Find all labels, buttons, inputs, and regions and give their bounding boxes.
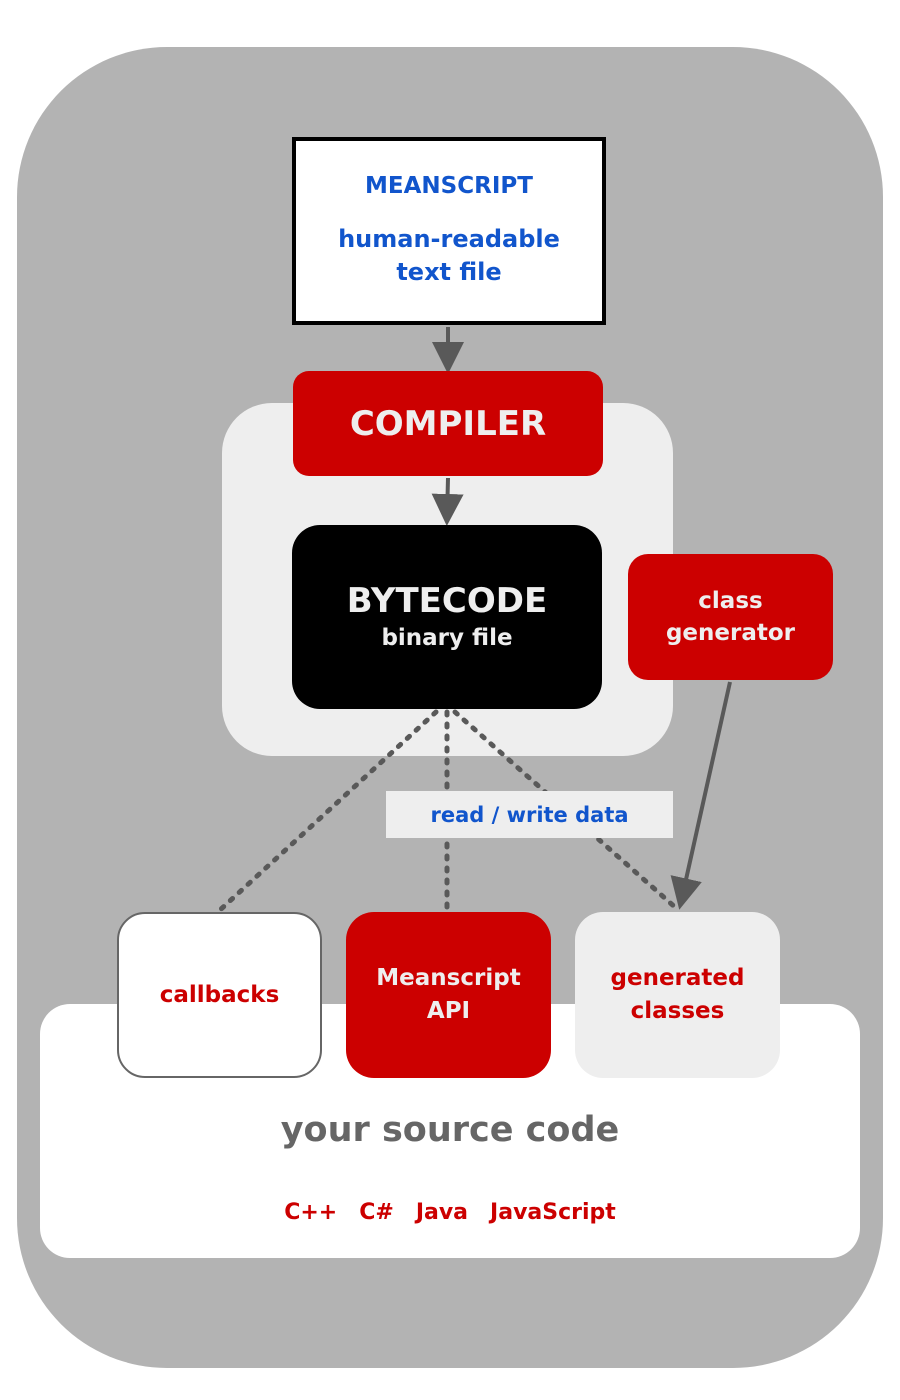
compiler-box: COMPILER — [293, 371, 603, 476]
callbacks-label: callbacks — [159, 982, 280, 1008]
api-line2: API — [426, 998, 471, 1024]
callbacks-box: callbacks — [117, 912, 322, 1078]
language-csharp: C# — [359, 1199, 394, 1225]
bytecode-title: BYTECODE — [346, 581, 548, 621]
arrow-class-generator-to-generated-classes — [670, 681, 732, 910]
generated-classes-line2: classes — [630, 998, 725, 1024]
bytecode-subtitle: binary file — [381, 625, 513, 651]
api-line1: Meanscript — [376, 965, 521, 991]
arrow-compiler-to-bytecode — [431, 477, 464, 526]
class-generator-box: class generator — [628, 554, 833, 680]
meanscript-source-box: MEANSCRIPT human-readable text file — [292, 137, 606, 325]
meanscript-description-line2: text file — [396, 258, 502, 286]
source-code-title-text: your source code — [280, 1110, 620, 1150]
meanscript-description-line1: human-readable — [338, 225, 560, 253]
read-write-data-text: read / write data — [430, 802, 629, 827]
bytecode-box: BYTECODE binary file — [292, 525, 602, 709]
generated-classes-box: generated classes — [575, 912, 780, 1078]
generated-classes-line1: generated — [610, 965, 745, 991]
class-generator-line1: class — [698, 588, 763, 614]
language-list: C++ C# Java JavaScript — [40, 1192, 860, 1232]
compiler-label: COMPILER — [349, 403, 547, 444]
language-cpp: C++ — [284, 1199, 338, 1225]
language-java: Java — [415, 1199, 469, 1225]
language-javascript: JavaScript — [490, 1199, 616, 1225]
meanscript-title: MEANSCRIPT — [365, 173, 533, 199]
class-generator-line2: generator — [665, 620, 796, 646]
source-code-title: your source code — [40, 1104, 860, 1156]
dotted-link-bytecode-to-callbacks — [217, 709, 439, 913]
meanscript-api-box: Meanscript API — [346, 912, 551, 1078]
read-write-data-label: read / write data — [386, 791, 673, 838]
